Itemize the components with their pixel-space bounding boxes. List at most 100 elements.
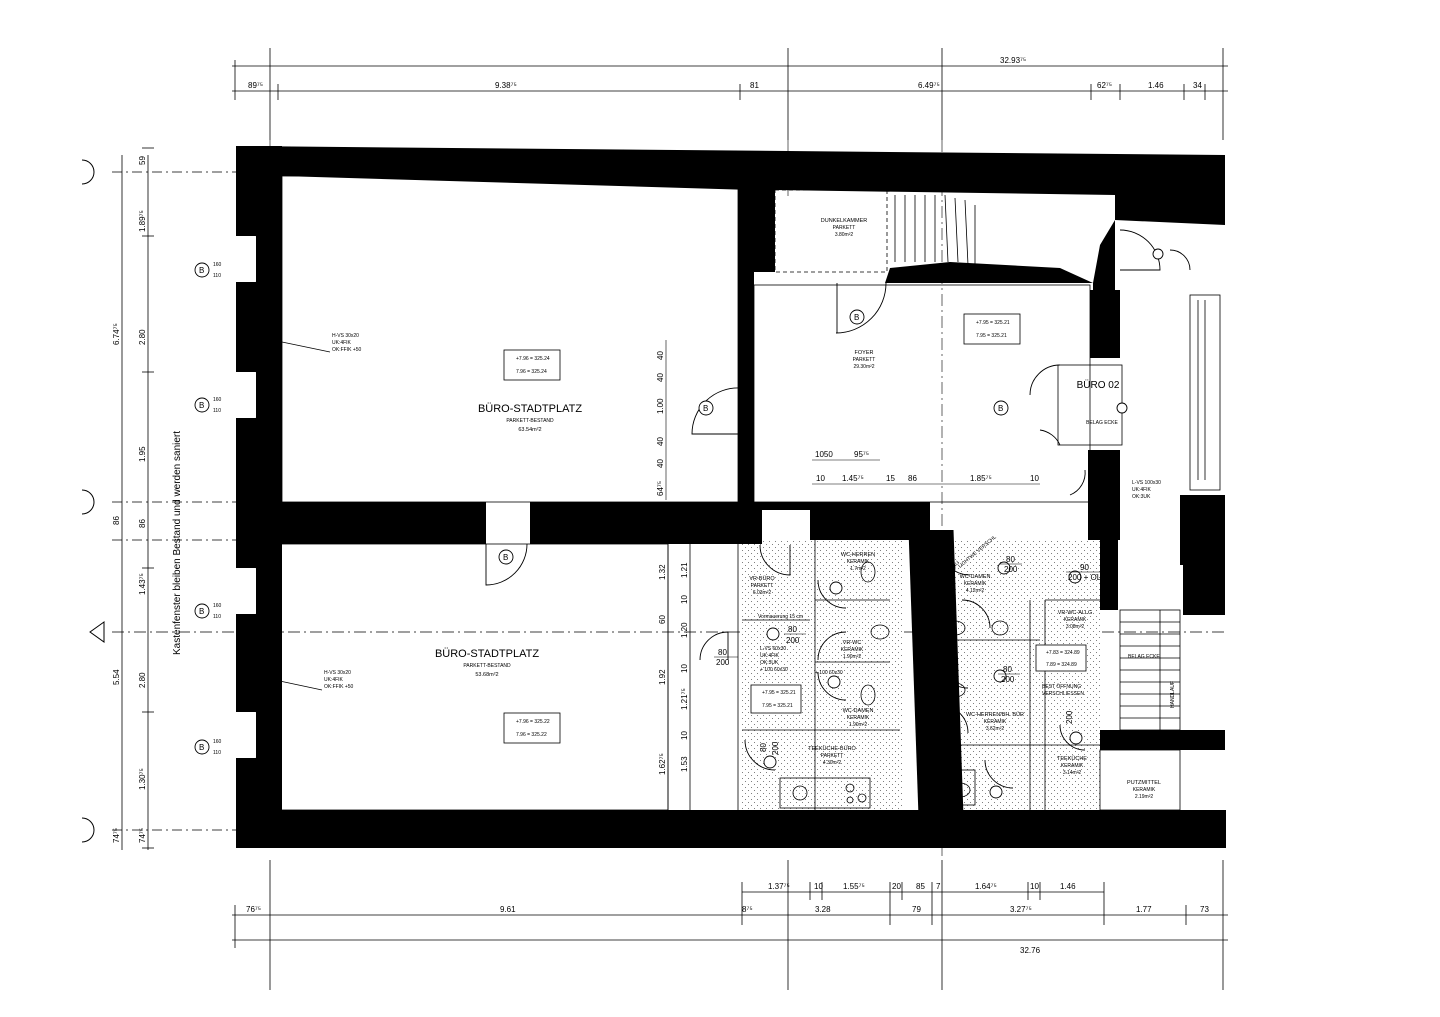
room-putz-area: 2.19m²2 xyxy=(1135,794,1154,800)
dim-top-6: 1.46 xyxy=(1148,81,1164,90)
dim-bottom-3: 8⁷⁵ xyxy=(742,905,753,914)
room-wcherren2-floor: KERAMIK xyxy=(984,719,1007,725)
marker-group xyxy=(194,248,1164,799)
foyer-dim-1: 1050 xyxy=(815,450,833,459)
dim-left-outer-3: 5.54 xyxy=(112,669,121,685)
dim-left-outer-4: 74⁷⁵ xyxy=(112,828,121,843)
room-teekbuero-area: 4.30m²2 xyxy=(823,760,842,766)
room-wcdamen2-area: 4.12m²2 xyxy=(966,588,985,594)
note-best-1: BEST ÖFFNUNG xyxy=(1042,683,1081,690)
interior-lines xyxy=(274,175,1221,811)
dim-left-inner-6: 1.43⁷⁵ xyxy=(138,573,147,595)
wall-dim-mid-5: 40 xyxy=(656,459,665,468)
room-vrbuero-area: 6.03m²2 xyxy=(753,590,772,596)
wall-dim-mid-6: 64⁷⁵ xyxy=(656,481,665,496)
opening-h-2: 200 xyxy=(786,636,800,645)
room-dunkel-area: 3.80m²2 xyxy=(835,232,854,238)
window-tag-1b: 110 xyxy=(213,273,221,279)
marker-b-3: B xyxy=(199,607,204,616)
opening-sizes: 80 200 80 200 80 200 80 200 90 200 + OL … xyxy=(714,555,1110,755)
dim-left-inner-2: 1.89⁷⁵ xyxy=(138,210,147,232)
dim-top-4: 6.49⁷⁵ xyxy=(918,81,940,90)
foyer-dim-5: 15 xyxy=(886,474,895,483)
dim-bottom-inner-1: 1.37⁷⁵ xyxy=(768,882,790,891)
opening-w-6: 80 xyxy=(759,743,768,752)
level-boxes xyxy=(503,313,1087,744)
wall-dim-low-8: 1.21⁷⁵ xyxy=(680,688,689,710)
dim-bottom-4: 3.28 xyxy=(815,905,831,914)
foyer-dimensions: 1050 95⁷⁵ 10 1.45⁷⁵ 15 86 1.85⁷⁵ 10 xyxy=(812,450,1040,485)
room-buero2-area: 53.68m²2 xyxy=(475,672,498,678)
marker-labels: B B B B B B B B 160 110 160 110 160 110 … xyxy=(199,262,1003,756)
wall-dim-low-2: 1.21 xyxy=(680,562,689,578)
wall-dim-low-9: 10 xyxy=(680,731,689,740)
dim-left-inner-3: 2.80 xyxy=(138,329,147,345)
window-tag-2b: 110 xyxy=(213,408,221,414)
opening-h-5: 200 + OL xyxy=(1068,573,1102,582)
dim-bottom-2: 9.61 xyxy=(500,905,516,914)
wall-dim-low-5: 1.20 xyxy=(680,622,689,638)
wall-dim-low-1: 1.32 xyxy=(658,564,667,580)
room-buero1-name: BÜRO-STADTPLATZ xyxy=(478,403,582,415)
dim-bottom-inner-8: 10 xyxy=(1030,882,1039,891)
dim-bottom-8: 73 xyxy=(1200,905,1209,914)
note-vormauerung: Vormauerung 15 cm xyxy=(758,614,803,620)
note-hvs2-3: OK:FFIK +50 xyxy=(324,684,354,690)
window-tag-3b: 110 xyxy=(213,614,221,620)
note-lvs-4: + 100 60x30 xyxy=(760,667,788,673)
marker-b-2: B xyxy=(199,401,204,410)
note-hvs2-1: H-VS 30x20 xyxy=(324,670,351,676)
room-buero02-name: BÜRO 02 xyxy=(1077,379,1120,391)
level-texts: +7.96 = 325.24 7.96 = 325.24 +7.96 = 325… xyxy=(516,320,1080,738)
dim-bottom-inner-3: 1.55⁷⁵ xyxy=(843,882,865,891)
room-labels: BÜRO-STADTPLATZ PARKETT-BESTAND 63.54m²2… xyxy=(435,218,1161,800)
room-wcdamen1-name: WC-DAMEN xyxy=(843,708,874,714)
room-vrbuero-name: VR-BÜRO xyxy=(749,575,775,582)
opening-w-2: 80 xyxy=(788,625,797,634)
note-hvs1-3: OK:FFIK +50 xyxy=(332,347,362,353)
dim-bottom-6: 3.27⁷⁵ xyxy=(1010,905,1032,914)
room-wcdamen1-area: 1.90m²2 xyxy=(849,722,868,728)
room-buero2-name: BÜRO-STADTPLATZ xyxy=(435,648,539,660)
room-dunkel-floor: PARKETT xyxy=(833,225,856,231)
room-putz-floor: KERAMIK xyxy=(1133,787,1156,793)
dim-left-outer-1: 6.74⁷⁵ xyxy=(112,323,121,345)
dim-bottom-inner-5: 85 xyxy=(916,882,925,891)
dim-bottom-inner-4: 20 xyxy=(892,882,901,891)
dim-left-inner-7: 2.80 xyxy=(138,672,147,688)
room-teekbuero-name: TEEKÜCHE-BÜRO xyxy=(808,745,856,752)
dim-left-inner-1: 59 xyxy=(138,156,147,165)
room-foyer-floor: PARKETT xyxy=(853,357,876,363)
note-lvs-3: OK:3UK xyxy=(760,660,779,666)
room-foyer-area: 29.30m²2 xyxy=(853,364,874,370)
opening-w-3: 80 xyxy=(1006,555,1015,564)
stairs-top xyxy=(894,194,976,270)
left-dim-labels: 6.74⁷⁵ 86 5.54 74⁷⁵ 59 1.89⁷⁵ 2.80 1.95 … xyxy=(112,156,147,843)
room-buero1-floor: PARKETT-BESTAND xyxy=(506,418,554,424)
note-hvs1-2: UK:4FIK xyxy=(332,340,352,346)
marker-b-1: B xyxy=(199,266,204,275)
opening-h-6: 200 xyxy=(771,741,780,755)
note-handlauf: HANDLAUF xyxy=(1170,681,1176,708)
wall-dim-mid-4: 40 xyxy=(656,437,665,446)
opening-w-1: 80 xyxy=(718,648,727,657)
wall-dim-low-11: 1.53 xyxy=(680,756,689,772)
dim-left-outer-2: 86 xyxy=(112,516,121,525)
wall-dim-mid-1: 40 xyxy=(656,351,665,360)
wall-dim-low-4: 60 xyxy=(658,615,667,624)
note-best-2: VERSCHLIESSEN xyxy=(1042,691,1084,697)
note-lvs-1: L-VS 60x30 xyxy=(760,646,786,652)
walls xyxy=(236,146,1226,848)
room-wcherren-name: WC-HERREN xyxy=(841,552,875,558)
wall-dimensions-mid: 40 40 1.00 40 40 64⁷⁵ xyxy=(656,340,667,500)
level-2a: +7.96 = 325.22 xyxy=(516,719,550,725)
marker-b-5: B xyxy=(503,553,508,562)
dim-top-5: 62⁷⁵ xyxy=(1097,81,1112,90)
room-wcherren2-area: 3.62m²2 xyxy=(986,726,1005,732)
dim-left-inner-4: 1.95 xyxy=(138,446,147,462)
wall-dimensions-low: 1.32 1.21 10 60 1.20 10 1.92 1.21⁷⁵ 10 1… xyxy=(658,562,689,775)
wall-dim-low-3: 10 xyxy=(680,595,689,604)
level-3b: 7.95 = 325.21 xyxy=(976,333,1007,339)
window-tag-2a: 160 xyxy=(213,397,222,403)
window-tag-3a: 160 xyxy=(213,603,222,609)
